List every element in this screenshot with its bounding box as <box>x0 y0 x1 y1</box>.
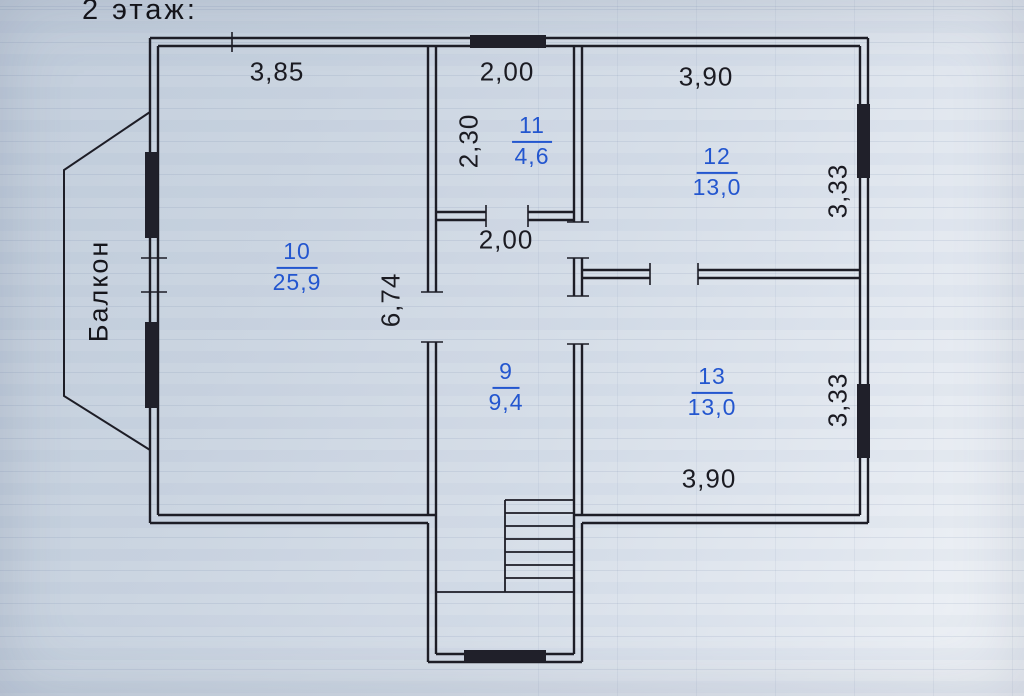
dimension-room11-height: 2,30 <box>453 113 484 169</box>
dimension-top-right: 3,90 <box>678 61 734 92</box>
room-label-9: 9 9,4 <box>489 358 524 416</box>
door-opening-ticks <box>231 32 699 345</box>
room-label-11: 11 4,6 <box>512 112 552 170</box>
room-number: 10 <box>276 238 318 269</box>
interior-wall-right <box>572 46 584 515</box>
dimension-room10-height: 6,74 <box>375 272 406 328</box>
room-area: 4,6 <box>514 142 550 169</box>
balcony-outline <box>63 111 151 451</box>
stair-shaft-walls <box>426 515 584 664</box>
dimension-bottom-right: 3,90 <box>681 463 737 494</box>
room-area: 13,0 <box>687 393 737 420</box>
window-markers <box>141 35 870 662</box>
outer-walls <box>148 36 870 525</box>
floor-title: 2 этаж: <box>82 0 198 26</box>
dimension-right-window-bottom: 3,33 <box>822 372 853 428</box>
room-number: 12 <box>696 143 738 174</box>
dimension-top-left: 3,85 <box>249 56 305 87</box>
room-number: 13 <box>691 363 733 394</box>
room-label-10: 10 25,9 <box>273 238 322 296</box>
dimension-top-middle: 2,00 <box>479 56 535 87</box>
balcony-label: Балкон <box>83 239 114 343</box>
room-area: 25,9 <box>272 268 322 295</box>
interior-wall-room12-13 <box>582 268 860 280</box>
room-label-12: 12 13,0 <box>693 143 742 201</box>
room-area: 13,0 <box>692 173 742 200</box>
dimension-right-window-top: 3,33 <box>822 163 853 219</box>
dimension-corridor: 2,00 <box>478 224 534 255</box>
interior-wall-room11 <box>436 210 574 222</box>
room-area: 9,4 <box>488 388 524 415</box>
room-label-13: 13 13,0 <box>688 363 737 421</box>
interior-wall-left <box>426 46 438 515</box>
room-number: 11 <box>512 112 552 143</box>
staircase <box>436 499 574 593</box>
room-number: 9 <box>492 358 520 389</box>
